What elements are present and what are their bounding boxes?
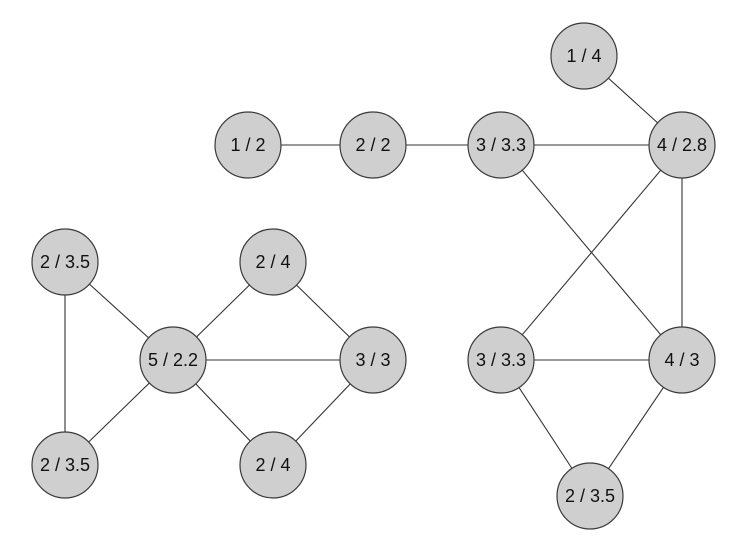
- node-circle: [214, 111, 282, 179]
- node-label: 2 / 3.5: [565, 486, 615, 506]
- node-n9: 3 / 3: [339, 326, 407, 394]
- node-label: 2 / 3.5: [40, 455, 90, 475]
- node-n3: 3 / 3.3: [467, 111, 535, 179]
- node-circle: [239, 228, 307, 296]
- node-label: 1 / 2: [230, 135, 265, 155]
- node-circle: [648, 111, 716, 179]
- node-n6: 2 / 3.5: [31, 228, 99, 296]
- node-label: 1 / 4: [566, 46, 601, 66]
- node-n5: 1 / 4: [550, 22, 618, 90]
- node-label: 2 / 4: [255, 455, 290, 475]
- node-label: 2 / 4: [255, 252, 290, 272]
- node-n1: 1 / 2: [214, 111, 282, 179]
- node-label: 3 / 3.3: [476, 350, 526, 370]
- node-n13: 4 / 3: [648, 326, 716, 394]
- node-label: 4 / 2.8: [657, 135, 707, 155]
- node-circle: [339, 326, 407, 394]
- node-circle: [550, 22, 618, 90]
- node-label: 2 / 3.5: [40, 252, 90, 272]
- nodes-layer: 1 / 2 2 / 2 3 / 3.3 4 / 2.8 1 / 4 2 / 3.5 2 / …: [31, 22, 716, 530]
- node-circle: [467, 326, 535, 394]
- node-n7: 2 / 4: [239, 228, 307, 296]
- node-circle: [467, 111, 535, 179]
- node-n2: 2 / 2: [339, 111, 407, 179]
- node-label: 5 / 2.2: [148, 350, 198, 370]
- node-label: 4 / 3: [664, 350, 699, 370]
- node-n12: 3 / 3.3: [467, 326, 535, 394]
- node-circle: [556, 462, 624, 530]
- node-circle: [31, 431, 99, 499]
- node-circle: [139, 326, 207, 394]
- node-circle: [31, 228, 99, 296]
- node-n4: 4 / 2.8: [648, 111, 716, 179]
- node-circle: [648, 326, 716, 394]
- edge-n4-n12: [500, 144, 683, 361]
- node-label: 3 / 3.3: [476, 135, 526, 155]
- node-n8: 5 / 2.2: [139, 326, 207, 394]
- node-label: 2 / 2: [355, 135, 390, 155]
- node-n11: 2 / 4: [239, 431, 307, 499]
- node-label: 3 / 3: [355, 350, 390, 370]
- node-circle: [239, 431, 307, 499]
- node-n10: 2 / 3.5: [31, 431, 99, 499]
- node-circle: [339, 111, 407, 179]
- node-n14: 2 / 3.5: [556, 462, 624, 530]
